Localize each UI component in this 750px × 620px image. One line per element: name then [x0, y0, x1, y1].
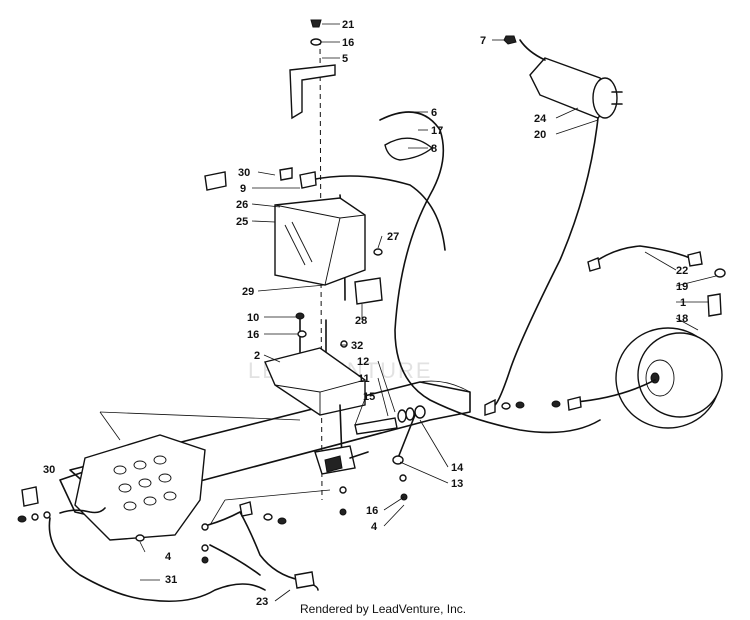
link-rod: [397, 414, 416, 459]
callout-8: 8: [431, 143, 437, 155]
nut: [373, 248, 383, 256]
callout-2: 2: [254, 350, 260, 362]
leader-lines: [99, 23, 717, 602]
terminal-cover: [204, 171, 227, 191]
callout-13: 13: [451, 478, 463, 490]
callout-11: 11: [358, 373, 370, 385]
nut: [17, 515, 27, 523]
ground-strap: [59, 507, 106, 514]
callout-9: 9: [240, 183, 246, 195]
callout-29: 29: [242, 286, 254, 298]
callout-31: 31: [165, 574, 177, 586]
nut: [503, 35, 517, 45]
footer-credit: Rendered by LeadVenture, Inc.: [300, 602, 466, 616]
terminal-lug: [484, 398, 496, 416]
battery-bracket: [379, 111, 601, 434]
flywheel-stator: [615, 327, 723, 429]
callouts: 21 16 5 7 6 17 8 24 20 30 9 26 25 27 22 …: [43, 19, 688, 608]
callout-14: 14: [451, 462, 464, 474]
nut: [515, 401, 525, 409]
starter-motor: [529, 57, 623, 119]
nut: [340, 340, 348, 348]
callout-25: 25: [236, 216, 248, 228]
strap: [384, 137, 434, 161]
nut: [295, 312, 305, 320]
callout-12: 12: [357, 356, 369, 368]
washer: [43, 511, 51, 519]
starter-cable: [519, 39, 546, 61]
ground-cable: [574, 379, 656, 403]
cable: [309, 175, 446, 251]
callout-26: 26: [236, 199, 248, 211]
fuse-cover: [279, 167, 293, 181]
callout-17: 17: [431, 125, 443, 137]
connector: [687, 251, 703, 267]
label-pad: [707, 293, 722, 317]
terminal-lug: [567, 396, 582, 411]
wiring-harness: [594, 245, 691, 263]
callout-24: 24: [534, 113, 547, 125]
washer: [31, 513, 39, 521]
washer: [397, 409, 407, 423]
washer: [310, 38, 322, 46]
nut: [414, 405, 426, 419]
solenoid-mount: [314, 404, 408, 516]
callout-5: 5: [342, 53, 348, 65]
callout-19: 19: [676, 281, 688, 293]
callout-28: 28: [355, 315, 367, 327]
callout-32: 32: [351, 340, 363, 352]
connector: [587, 257, 601, 272]
bolt: [354, 417, 398, 435]
washer: [135, 534, 145, 542]
ground-cable: [48, 517, 266, 603]
callout-10: 10: [247, 312, 259, 324]
washer: [501, 402, 511, 410]
battery-tray: [264, 347, 366, 416]
nut: [714, 268, 726, 278]
wing-nut: [310, 19, 322, 28]
callout-23: 23: [256, 596, 268, 608]
nut: [551, 400, 561, 408]
battery-pad: [354, 277, 383, 305]
callout-7: 7: [480, 35, 486, 47]
callout-15: 15: [363, 391, 375, 403]
terminal-cap: [21, 486, 39, 507]
callout-22: 22: [676, 265, 688, 277]
callout-16c: 16: [366, 505, 378, 517]
engine-block: [74, 434, 206, 541]
battery-cable: [494, 117, 599, 406]
callout-21: 21: [342, 19, 354, 31]
washer: [405, 407, 415, 421]
callout-4a: 4: [371, 521, 378, 533]
callout-18: 18: [676, 313, 688, 325]
callout-6: 6: [431, 107, 437, 119]
battery: [274, 197, 366, 286]
ground-harness: [201, 489, 331, 591]
callout-27: 27: [387, 231, 399, 243]
callout-1: 1: [680, 297, 686, 309]
callout-20: 20: [534, 129, 546, 141]
callout-30b: 30: [43, 464, 55, 476]
callout-16: 16: [342, 37, 354, 49]
washer: [297, 330, 307, 338]
terminal-cap: [299, 171, 317, 189]
callout-30: 30: [238, 167, 250, 179]
callout-4b: 4: [165, 551, 172, 563]
callout-16b: 16: [247, 329, 259, 341]
mounting-bracket: [289, 64, 336, 120]
